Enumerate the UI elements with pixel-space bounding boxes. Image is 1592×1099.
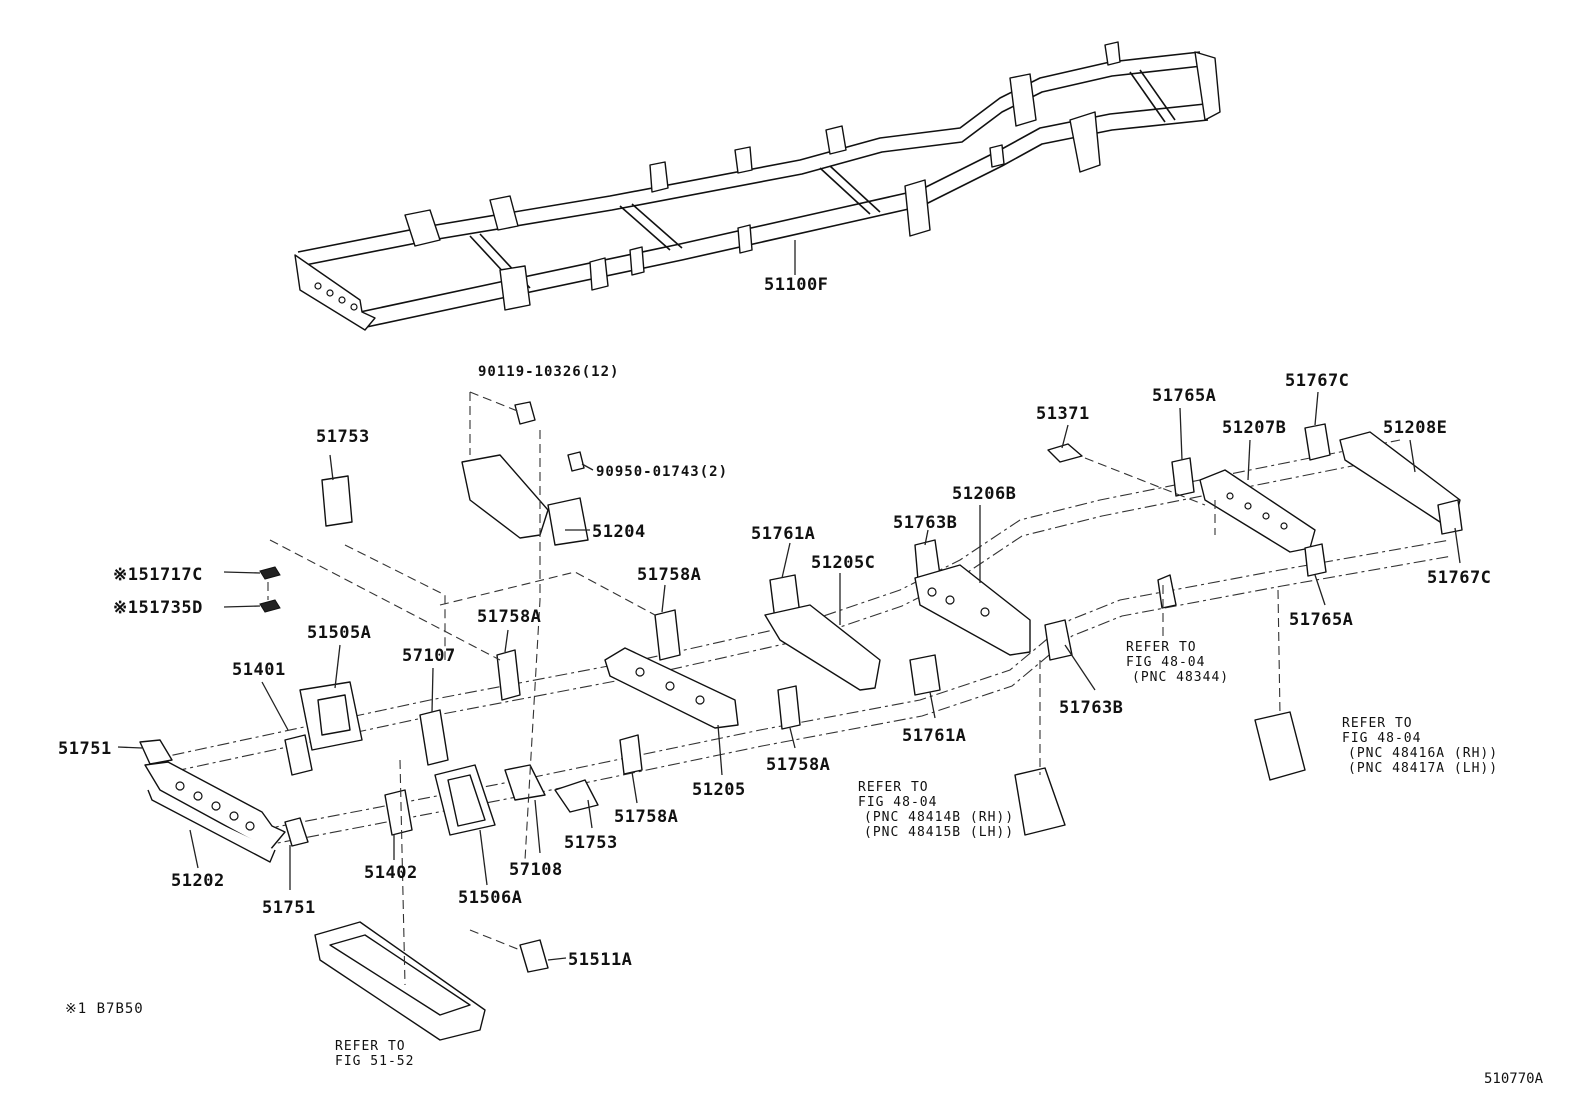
note-refer-48344-line3: (PNC 48344) — [1132, 670, 1229, 685]
label-51511A: 51511A — [568, 950, 632, 970]
label-51505A: 51505A — [307, 623, 371, 643]
note-refer-48414-line1: REFER TO — [858, 780, 929, 795]
label-51763B-top: 51763B — [893, 513, 957, 533]
note-refer-48344-line2: FIG 48-04 — [1126, 655, 1205, 670]
label-51765A-top: 51765A — [1152, 386, 1216, 406]
label-51758A-b: 51758A — [477, 607, 541, 627]
note-refer-5152-line1: REFER TO — [335, 1039, 406, 1054]
leader-lines — [117, 391, 1461, 961]
note-refer-48416-line4: (PNC 48417A (LH)) — [1348, 761, 1498, 776]
part-labels: 51100F 90119-10326(12) 90950-01743(2) 51… — [58, 275, 1491, 970]
label-51206B: 51206B — [952, 484, 1016, 504]
note-refer-48414-line2: FIG 48-04 — [858, 795, 937, 810]
label-51735D: ※151735D — [113, 598, 203, 618]
label-51205C: 51205C — [811, 553, 875, 573]
label-51753-top: 51753 — [316, 427, 370, 447]
footnote: ※1 B7B50 — [65, 1001, 144, 1017]
label-51100F: 51100F — [764, 275, 828, 295]
frame-assembly-drawing — [294, 41, 1221, 331]
reference-notes: REFER TO FIG 48-04 (PNC 48344) REFER TO … — [65, 640, 1544, 1087]
label-51371: 51371 — [1036, 404, 1090, 424]
label-57108: 57108 — [509, 860, 563, 880]
label-51402: 51402 — [364, 863, 418, 883]
figure-id: 510770A — [1484, 1071, 1544, 1087]
label-51753-bottom: 51753 — [564, 833, 618, 853]
label-51758A-c: 51758A — [614, 807, 678, 827]
label-51767C-right: 51767C — [1427, 568, 1491, 588]
note-refer-48416-line3: (PNC 48416A (RH)) — [1348, 746, 1498, 761]
note-refer-48344-line1: REFER TO — [1126, 640, 1197, 655]
label-51205: 51205 — [692, 780, 746, 800]
label-51717C: ※151717C — [113, 565, 203, 585]
label-51751-left: 51751 — [58, 739, 112, 759]
label-51761A-bottom: 51761A — [902, 726, 966, 746]
note-refer-48416-line2: FIG 48-04 — [1342, 731, 1421, 746]
label-51767C-top: 51767C — [1285, 371, 1349, 391]
note-refer-48414-line4: (PNC 48415B (LH)) — [864, 825, 1014, 840]
label-51763B-bottom: 51763B — [1059, 698, 1123, 718]
label-51765A-right: 51765A — [1289, 610, 1353, 630]
note-refer-48416-line1: REFER TO — [1342, 716, 1413, 731]
label-51758A-d: 51758A — [766, 755, 830, 775]
note-refer-5152-line2: FIG 51-52 — [335, 1054, 414, 1069]
label-plug: 90950-01743(2) — [596, 464, 728, 480]
label-57107: 57107 — [402, 646, 456, 666]
label-51207B: 51207B — [1222, 418, 1286, 438]
label-51506A: 51506A — [458, 888, 522, 908]
label-51751-bottom: 51751 — [262, 898, 316, 918]
label-bolt: 90119-10326(12) — [478, 364, 619, 380]
label-51761A-top: 51761A — [751, 524, 815, 544]
label-51208E: 51208E — [1383, 418, 1447, 438]
exploded-frame-drawing — [139, 391, 1463, 1041]
label-51758A-a: 51758A — [637, 565, 701, 585]
label-51204: 51204 — [592, 522, 646, 542]
label-51202: 51202 — [171, 871, 225, 891]
label-51401: 51401 — [232, 660, 286, 680]
note-refer-48414-line3: (PNC 48414B (RH)) — [864, 810, 1014, 825]
